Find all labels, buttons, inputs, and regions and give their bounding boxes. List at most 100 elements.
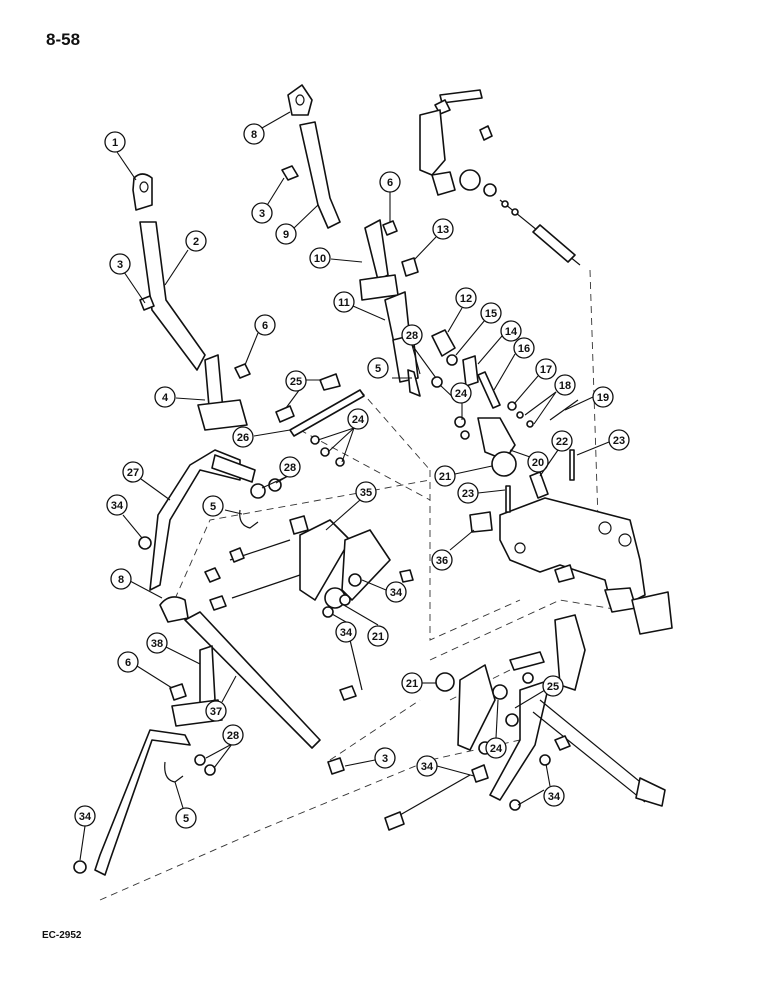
svg-text:8: 8: [118, 574, 124, 586]
callout-20: 20: [527, 451, 549, 473]
svg-text:35: 35: [360, 487, 372, 499]
svg-text:21: 21: [372, 631, 384, 643]
svg-text:21: 21: [439, 471, 451, 483]
upper-right-linkage: [419, 89, 581, 266]
svg-text:20: 20: [532, 457, 544, 469]
svg-text:5: 5: [183, 813, 189, 825]
svg-text:24: 24: [352, 414, 365, 426]
svg-text:8: 8: [251, 129, 257, 141]
callout-9: 9: [275, 223, 297, 245]
svg-text:16: 16: [518, 343, 530, 355]
callout-34-b: 34: [385, 581, 407, 603]
callout-28-c: 28: [222, 724, 244, 746]
callout-8-lower: 8: [110, 568, 132, 590]
svg-text:34: 34: [548, 791, 561, 803]
callout-36: 36: [431, 549, 453, 571]
svg-text:3: 3: [382, 753, 388, 765]
callout-6-c: 6: [117, 651, 139, 673]
callout-37: 37: [205, 700, 227, 722]
svg-text:2: 2: [193, 236, 199, 248]
callout-35: 35: [355, 481, 377, 503]
svg-text:15: 15: [485, 308, 497, 320]
svg-text:28: 28: [406, 330, 418, 342]
svg-text:34: 34: [111, 500, 124, 512]
svg-text:23: 23: [462, 488, 474, 500]
callout-34-d: 34: [74, 805, 96, 827]
center-linkages: [275, 369, 421, 467]
control-valve-body: [469, 485, 673, 635]
svg-text:27: 27: [127, 467, 139, 479]
upper-left-pedal-assembly: [132, 173, 251, 431]
svg-text:24: 24: [490, 743, 503, 755]
callout-1: 1: [104, 131, 126, 153]
callout-34-f: 34: [543, 785, 565, 807]
callout-6-b: 6: [379, 171, 401, 193]
svg-text:1: 1: [112, 137, 118, 149]
page-number: 8-58: [46, 30, 81, 49]
callout-23-a: 23: [608, 429, 630, 451]
svg-text:22: 22: [556, 436, 568, 448]
callout-28-a: 28: [401, 324, 423, 346]
svg-text:3: 3: [259, 208, 265, 220]
svg-text:9: 9: [283, 229, 289, 241]
callout-34-a: 34: [106, 494, 128, 516]
callout-3-upper-left: 3: [109, 253, 131, 275]
callout-3-middle: 3: [251, 202, 273, 224]
callout-14: 14: [500, 320, 522, 342]
callout-4: 4: [154, 386, 176, 408]
callout-24-a: 24: [347, 408, 369, 430]
svg-text:5: 5: [375, 363, 381, 375]
svg-text:11: 11: [338, 297, 350, 309]
svg-text:10: 10: [314, 253, 326, 265]
svg-text:6: 6: [262, 320, 268, 332]
callout-23-b: 23: [457, 482, 479, 504]
callout-27: 27: [122, 461, 144, 483]
svg-text:24: 24: [455, 388, 468, 400]
callout-21-a: 21: [434, 465, 456, 487]
svg-text:12: 12: [460, 293, 472, 305]
callout-15: 15: [480, 302, 502, 324]
svg-text:14: 14: [505, 326, 518, 338]
svg-text:34: 34: [421, 761, 434, 773]
svg-text:36: 36: [436, 555, 448, 567]
callout-18: 18: [554, 374, 576, 396]
lower-middle-arms: [204, 515, 414, 618]
svg-text:21: 21: [406, 678, 418, 690]
callout-24-c: 24: [485, 737, 507, 759]
svg-text:17: 17: [540, 364, 552, 376]
svg-text:19: 19: [597, 392, 609, 404]
svg-text:25: 25: [290, 376, 302, 388]
svg-text:28: 28: [227, 730, 239, 742]
svg-text:28: 28: [284, 462, 296, 474]
svg-text:4: 4: [162, 392, 169, 404]
callout-38: 38: [146, 632, 168, 654]
middle-left-pedal-assembly: [138, 449, 282, 591]
upper-center-bracket: [359, 219, 419, 383]
svg-text:26: 26: [237, 432, 249, 444]
callout-25-a: 25: [285, 370, 307, 392]
lower-right-shaft-assembly: [339, 614, 666, 831]
callout-2: 2: [185, 230, 207, 252]
callout-5-c: 5: [175, 807, 197, 829]
svg-text:5: 5: [210, 501, 216, 513]
callout-28-b: 28: [279, 456, 301, 478]
callout-5-b: 5: [202, 495, 224, 517]
callout-labels: 1 2 3 3 3 4 5 5 5 6 6 6 8 8 9: [74, 111, 630, 861]
callout-24-b: 24: [450, 382, 472, 404]
callout-6-a: 6: [254, 314, 276, 336]
callout-5-a: 5: [367, 357, 389, 379]
svg-text:6: 6: [387, 177, 393, 189]
upper-middle-pedal-assembly: [281, 84, 341, 229]
callout-10: 10: [309, 247, 331, 269]
center-right-levers: [431, 329, 579, 499]
callout-34-e: 34: [416, 755, 438, 777]
callout-21-b: 21: [367, 625, 389, 647]
lower-left-pedal-assembly: [73, 596, 345, 876]
callout-16: 16: [513, 337, 535, 359]
svg-text:23: 23: [613, 435, 625, 447]
callout-22: 22: [551, 430, 573, 452]
callout-34-c: 34: [335, 621, 357, 643]
callout-21-c: 21: [401, 672, 423, 694]
callout-12: 12: [455, 287, 477, 309]
